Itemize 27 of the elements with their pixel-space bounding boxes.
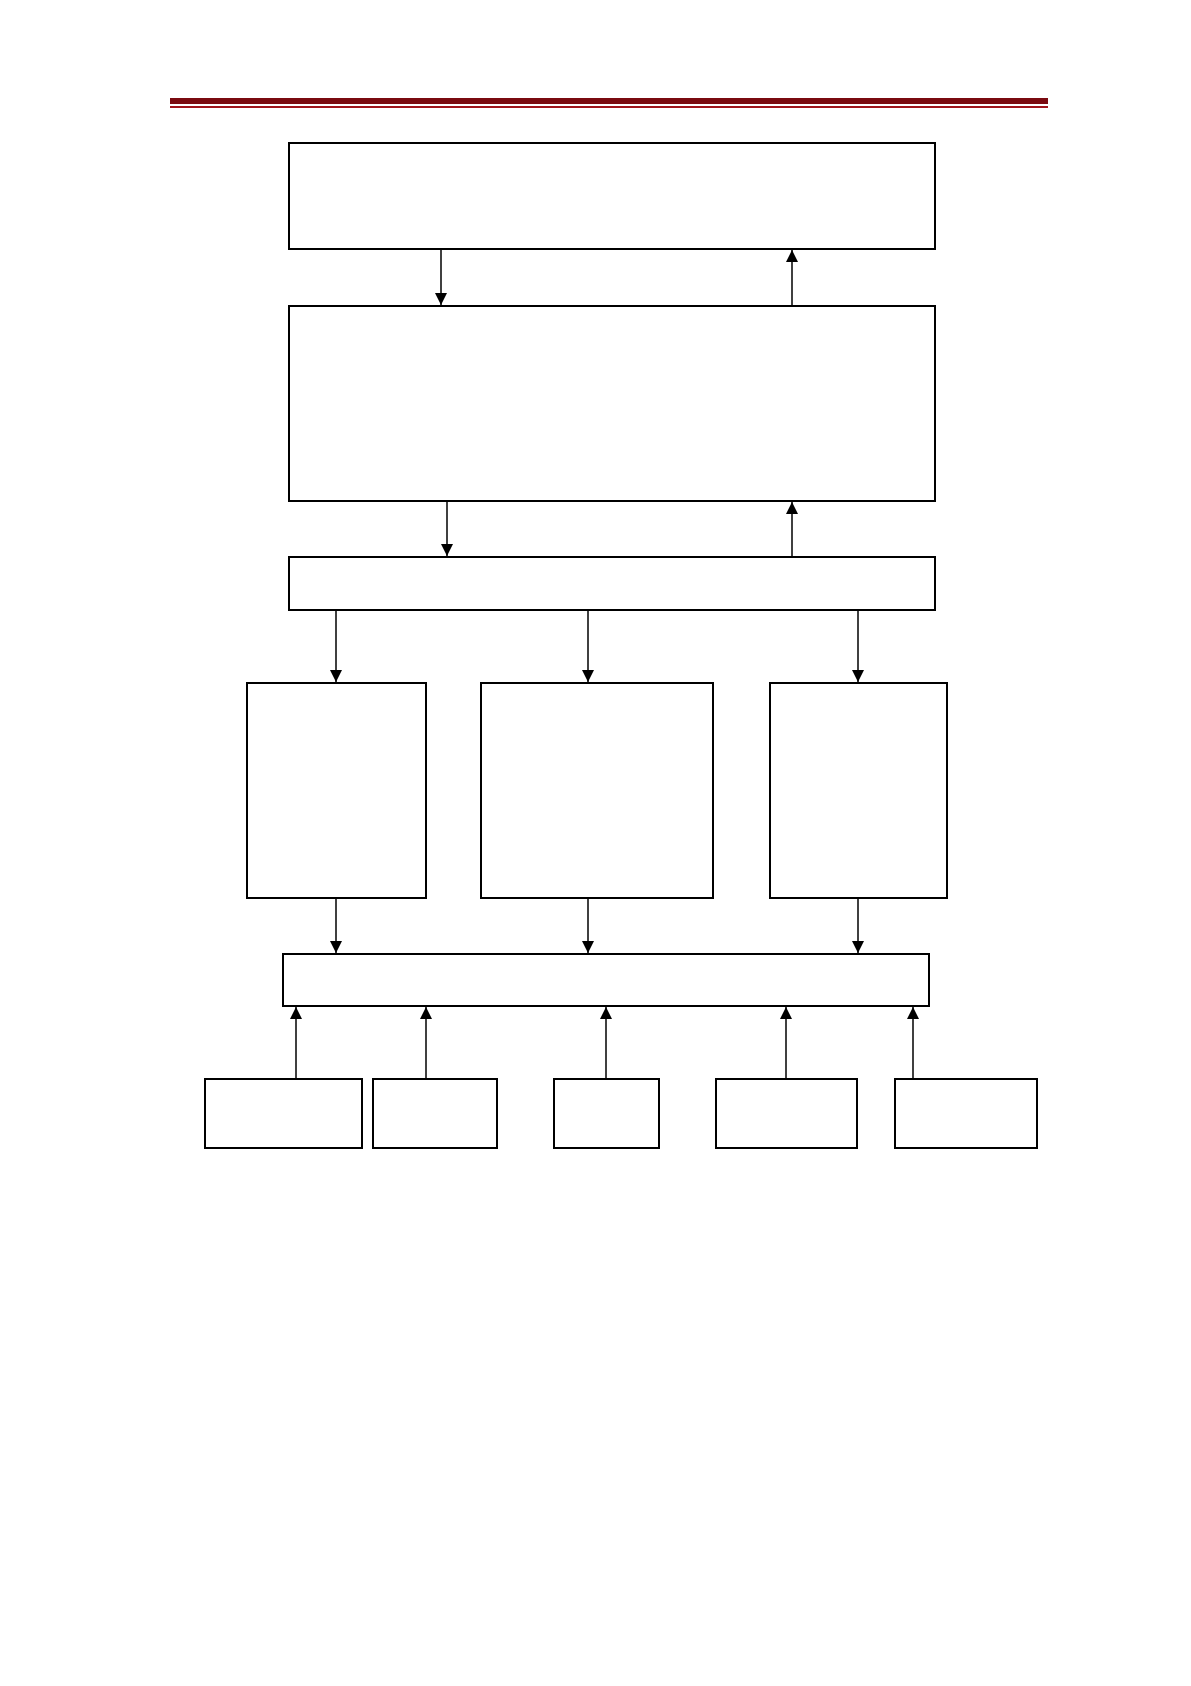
arrow [435,249,447,306]
arrow [907,1006,919,1079]
process-box [204,1078,363,1149]
process-box [288,556,936,611]
arrow [786,501,798,557]
arrow [290,1006,302,1079]
arrow [852,610,864,683]
process-box [246,682,427,899]
arrow [600,1006,612,1079]
arrow [582,898,594,954]
process-box [288,305,936,502]
arrow [441,501,453,557]
process-box [288,142,936,250]
arrow [780,1006,792,1079]
process-box [769,682,948,899]
arrow [330,898,342,954]
arrow [330,610,342,683]
process-box [894,1078,1038,1149]
process-box [715,1078,858,1149]
process-box [372,1078,498,1149]
process-box [480,682,714,899]
arrow [852,898,864,954]
arrow [786,249,798,306]
process-box [282,953,930,1007]
arrow [582,610,594,683]
arrow [420,1006,432,1079]
process-box [553,1078,660,1149]
